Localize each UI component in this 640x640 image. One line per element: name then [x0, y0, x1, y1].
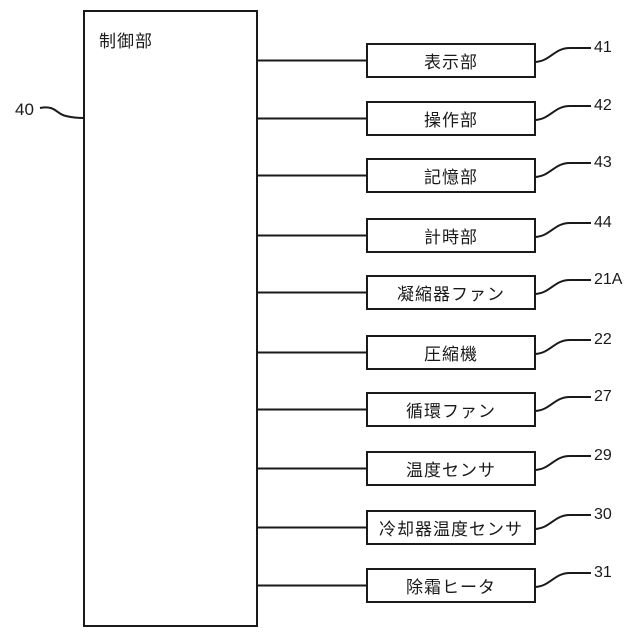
leader-line-22 — [534, 339, 591, 355]
leader-line-42 — [534, 105, 591, 121]
ref-label-27: 27 — [594, 388, 612, 405]
ref-label-42: 42 — [594, 97, 612, 114]
component-box-defrost-heater: 除霜ヒータ — [366, 568, 536, 603]
leader-line-27 — [534, 396, 591, 412]
leader-line-40 — [39, 106, 85, 119]
ref-label-31: 31 — [594, 564, 612, 581]
control-unit-label: 制御部 — [99, 32, 153, 51]
component-box-circulation-fan: 循環ファン — [366, 392, 536, 427]
leader-line-43 — [534, 162, 591, 178]
component-box-temp-sensor: 温度センサ — [366, 451, 536, 486]
component-box-condenser-fan: 凝縮器ファン — [366, 275, 536, 310]
ref-label-44: 44 — [594, 214, 612, 231]
ref-label-41: 41 — [594, 39, 612, 56]
ref-label-22: 22 — [594, 331, 612, 348]
component-box-operation: 操作部 — [366, 101, 536, 136]
component-box-memory: 記憶部 — [366, 158, 536, 193]
ref-label-43: 43 — [594, 154, 612, 171]
ref-label-29: 29 — [594, 447, 612, 464]
ref-label-40: 40 — [15, 100, 34, 119]
ref-label-30: 30 — [594, 506, 612, 523]
component-box-compressor: 圧縮機 — [366, 335, 536, 370]
leader-line-30 — [534, 514, 591, 530]
ref-label-21A: 21A — [594, 271, 623, 288]
leader-line-41 — [534, 47, 591, 63]
component-box-cooler-temp-sensor: 冷却器温度センサ — [366, 510, 536, 545]
leader-line-29 — [534, 455, 591, 471]
leader-line-31 — [534, 572, 591, 588]
component-box-display: 表示部 — [366, 43, 536, 78]
component-box-timer: 計時部 — [366, 218, 536, 253]
leader-line-21A — [534, 279, 591, 295]
leader-line-44 — [534, 222, 591, 238]
control-unit-box: 制御部 — [83, 10, 258, 627]
